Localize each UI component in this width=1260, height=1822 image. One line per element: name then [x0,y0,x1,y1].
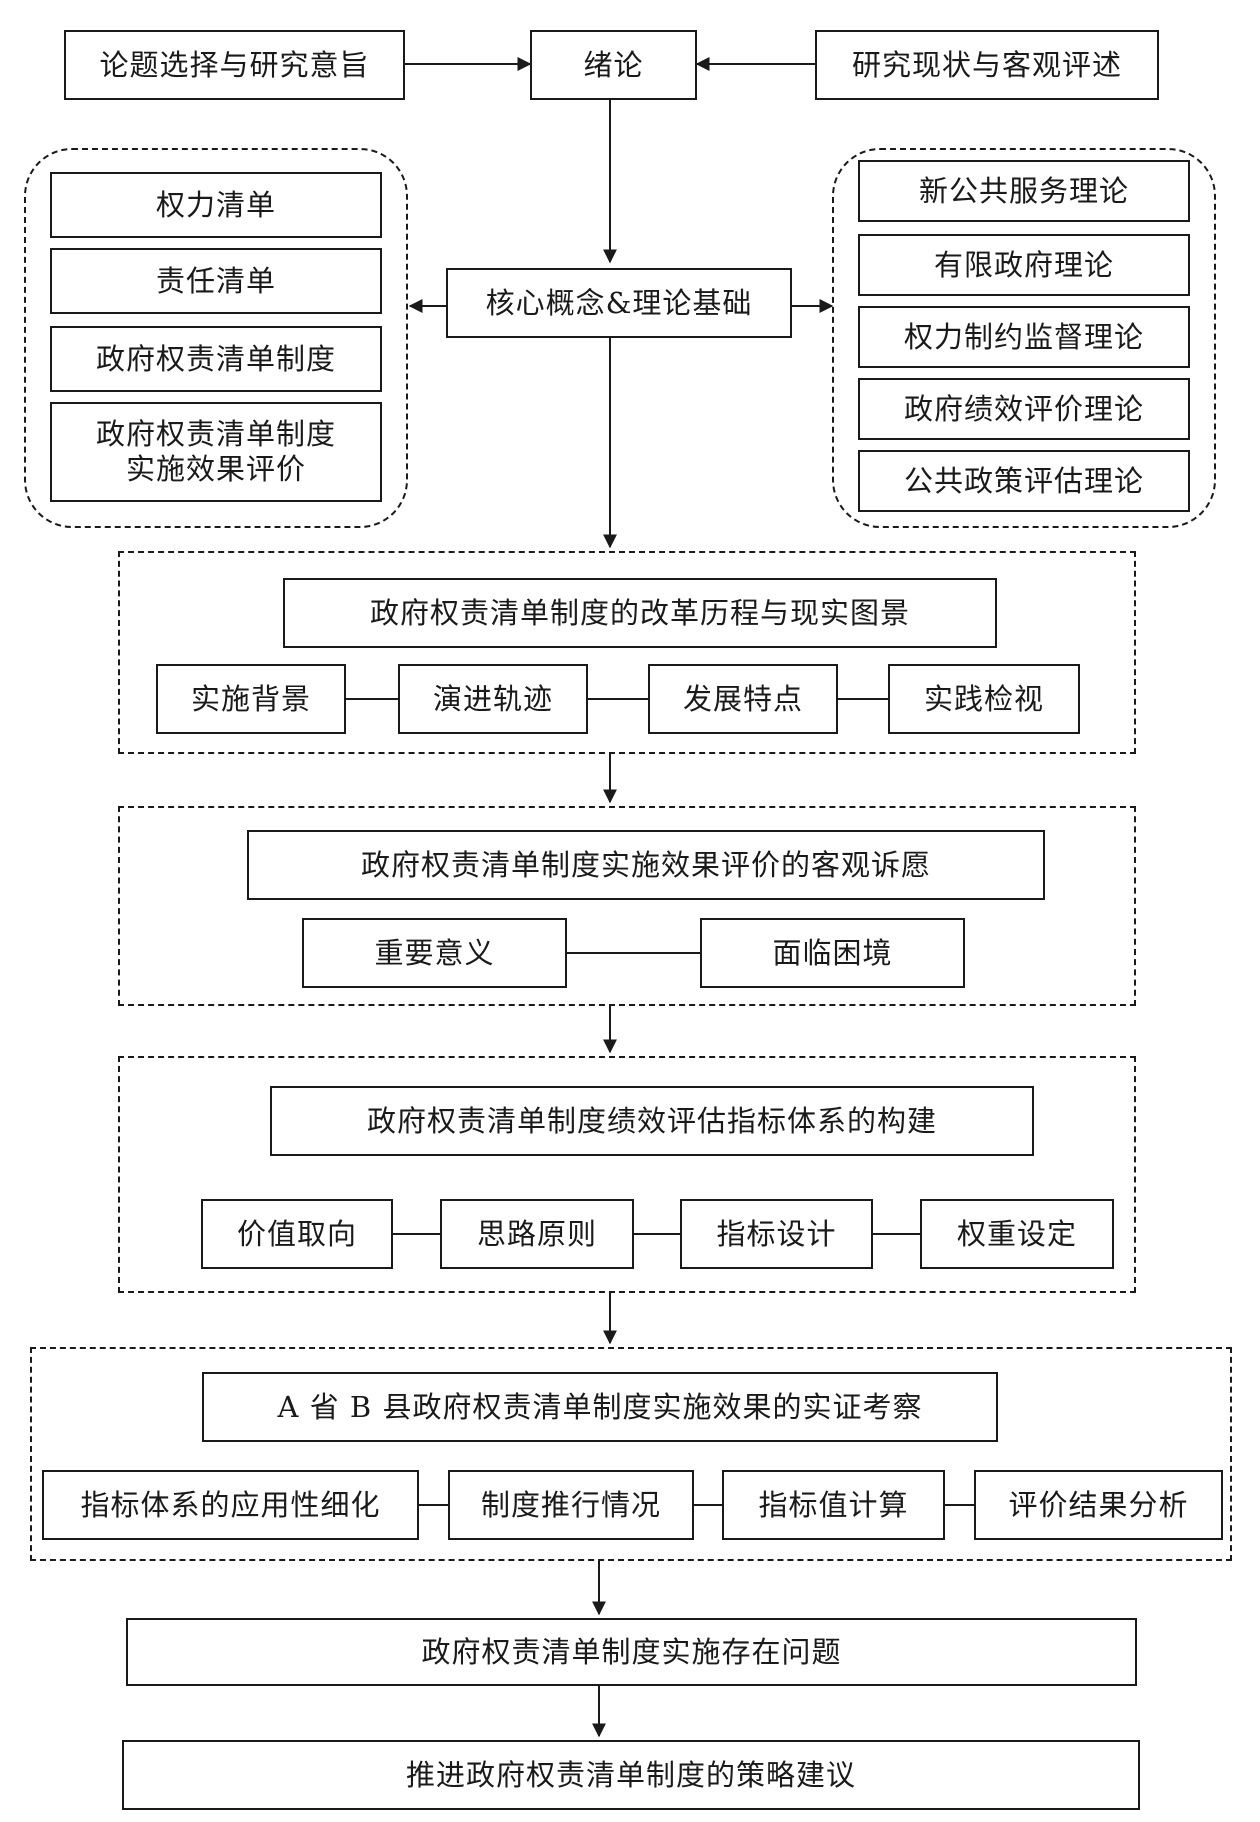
theory-new-public-service: 新公共服务理论 [858,160,1190,222]
section1-item-evolution: 演进轨迹 [398,664,588,734]
section2-group [118,806,1136,1006]
section3-title: 政府权责清单制度绩效评估指标体系的构建 [270,1086,1034,1156]
section4-item-implementation: 制度推行情况 [448,1470,694,1540]
problems-box: 政府权责清单制度实施存在问题 [126,1618,1137,1686]
concept-power-list: 权力清单 [50,172,382,238]
section1-title: 政府权责清单制度的改革历程与现实图景 [283,578,997,648]
suggestions-box: 推进政府权责清单制度的策略建议 [122,1740,1140,1810]
concept-responsibility-list: 责任清单 [50,248,382,314]
section3-item-indicators: 指标设计 [680,1199,873,1269]
introduction-box: 绪论 [530,30,697,100]
theory-power-supervision: 权力制约监督理论 [858,306,1190,368]
concept-list-system: 政府权责清单制度 [50,326,382,392]
topic-selection-box: 论题选择与研究意旨 [64,30,405,100]
section2-title: 政府权责清单制度实施效果评价的客观诉愿 [247,830,1045,900]
research-status-box: 研究现状与客观评述 [815,30,1159,100]
section3-item-values: 价值取向 [201,1199,393,1269]
section4-item-refinement: 指标体系的应用性细化 [42,1470,419,1540]
theory-policy-assessment: 公共政策评估理论 [858,450,1190,512]
section3-group [118,1056,1136,1293]
theories-group [832,148,1216,528]
section4-group [30,1347,1232,1561]
section1-item-background: 实施背景 [156,664,346,734]
section3-item-weights: 权重设定 [920,1199,1114,1269]
section1-item-practice: 实践检视 [888,664,1080,734]
concepts-group [24,148,408,528]
core-concepts-box: 核心概念&理论基础 [446,268,792,338]
section1-group [118,551,1136,754]
theory-performance-evaluation: 政府绩效评价理论 [858,378,1190,440]
section2-item-dilemmas: 面临困境 [700,918,965,988]
section2-item-significance: 重要意义 [302,918,567,988]
concept-effect-evaluation: 政府权责清单制度 实施效果评价 [50,402,382,502]
section4-title: A 省 B 县政府权责清单制度实施效果的实证考察 [202,1372,998,1442]
section4-item-calculation: 指标值计算 [722,1470,945,1540]
section3-item-principles: 思路原则 [440,1199,634,1269]
section4-item-analysis: 评价结果分析 [974,1470,1223,1540]
theory-limited-government: 有限政府理论 [858,234,1190,296]
section1-item-features: 发展特点 [648,664,838,734]
